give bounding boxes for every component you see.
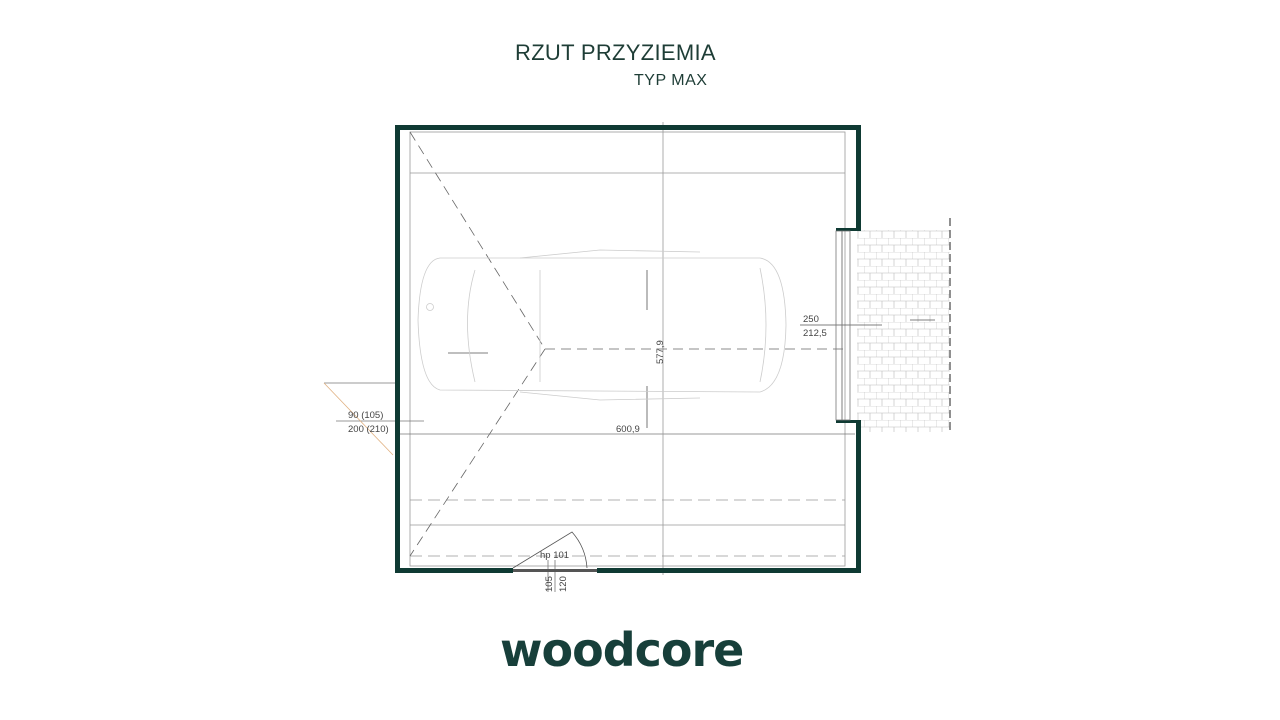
dim-window-top: 250 [803, 314, 819, 325]
dim-width: 600,9 [616, 424, 640, 435]
woodcore-logo: woodcore [500, 623, 744, 677]
page-title: RZUT PRZYZIEMIA [515, 40, 716, 65]
dim-window-bottom: 212,5 [803, 328, 827, 339]
page-subtitle: TYP MAX [634, 72, 708, 89]
dim-depth: 577,9 [655, 340, 666, 364]
dim-gate-a: 105 [544, 576, 555, 592]
dim-door-top: 90 (105) [348, 410, 383, 421]
inner-lines [323, 122, 935, 592]
dim-door-bottom: 200 (210) [348, 424, 389, 435]
dim-gate-b: 120 [558, 576, 569, 592]
paving-area [857, 230, 950, 432]
car-outline [417, 249, 787, 401]
dim-gate-label: hp 101 [540, 550, 569, 561]
walls [395, 125, 861, 573]
